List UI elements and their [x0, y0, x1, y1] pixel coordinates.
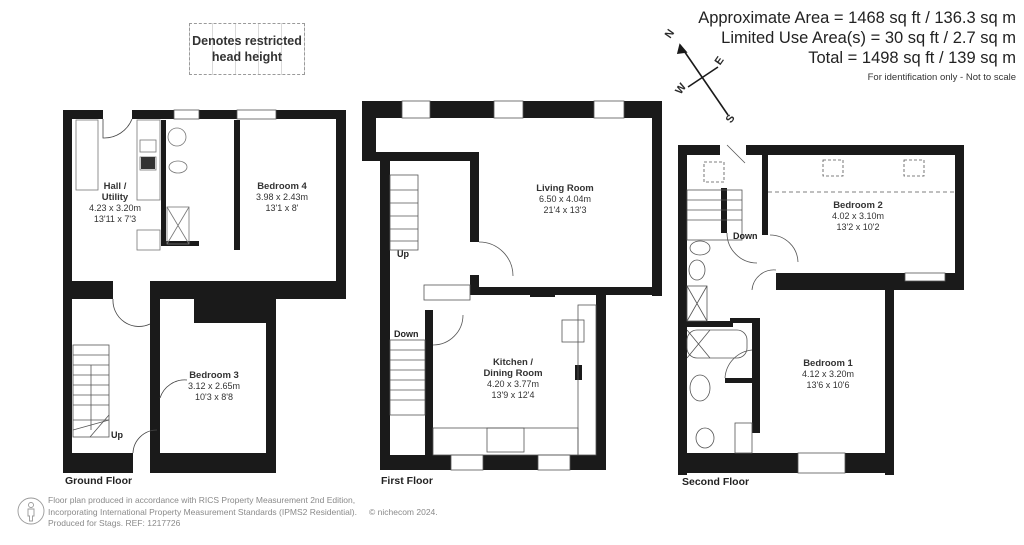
scale-note: For identification only - Not to scale: [867, 72, 1016, 83]
ground-floor-plan: [63, 109, 346, 473]
first-floor-plan: [362, 100, 662, 471]
limited-use-area: Limited Use Area(s) = 30 sq ft / 2.7 sq …: [721, 29, 1016, 47]
legend-line-2: head height: [211, 50, 283, 64]
compass-icon: [676, 43, 729, 116]
room-bedroom-1: Bedroom 1 4.12 x 3.20m 13'6 x 10'6: [801, 358, 855, 390]
ground-floor-label: Ground Floor: [65, 475, 133, 487]
second-floor-plan: [678, 144, 964, 475]
stairs-up-first: Up: [397, 249, 409, 259]
stairs-down-first: Down: [394, 329, 419, 339]
room-bedroom-2: Bedroom 2 4.02 x 3.10m 13'2 x 10'2: [831, 200, 885, 232]
first-floor-label: First Floor: [381, 475, 433, 487]
approximate-area: Approximate Area = 1468 sq ft / 136.3 sq…: [698, 9, 1016, 27]
total-area: Total = 1498 sq ft / 139 sq m: [808, 49, 1016, 67]
room-kitchen-dining: Kitchen / Dining Room 4.20 x 3.77m 13'9 …: [483, 357, 543, 400]
stairs-down-second: Down: [733, 231, 758, 241]
footer-disclaimer: Floor plan produced in accordance with R…: [48, 495, 438, 528]
second-floor-label: Second Floor: [682, 476, 750, 488]
room-living-room: Living Room 6.50 x 4.04m 21'4 x 13'3: [536, 183, 594, 215]
person-icon: [17, 497, 45, 525]
room-hall-utility: Hall / Utility 4.23 x 3.20m 13'11 x 7'3: [88, 181, 142, 224]
room-bedroom-3: Bedroom 3 3.12 x 2.65m 10'3 x 8'8: [187, 370, 241, 402]
legend-line-1: Denotes restricted: [192, 34, 302, 48]
room-bedroom-4: Bedroom 4 3.98 x 2.43m 13'1 x 8': [255, 181, 309, 213]
restricted-head-height-legend: Denotes restricted head height: [189, 23, 305, 75]
nichecom-brand: © nichecom 2024.: [369, 506, 438, 517]
area-summary: Approximate Area = 1468 sq ft / 136.3 sq…: [698, 8, 1016, 83]
stairs-up-ground: Up: [111, 430, 123, 440]
